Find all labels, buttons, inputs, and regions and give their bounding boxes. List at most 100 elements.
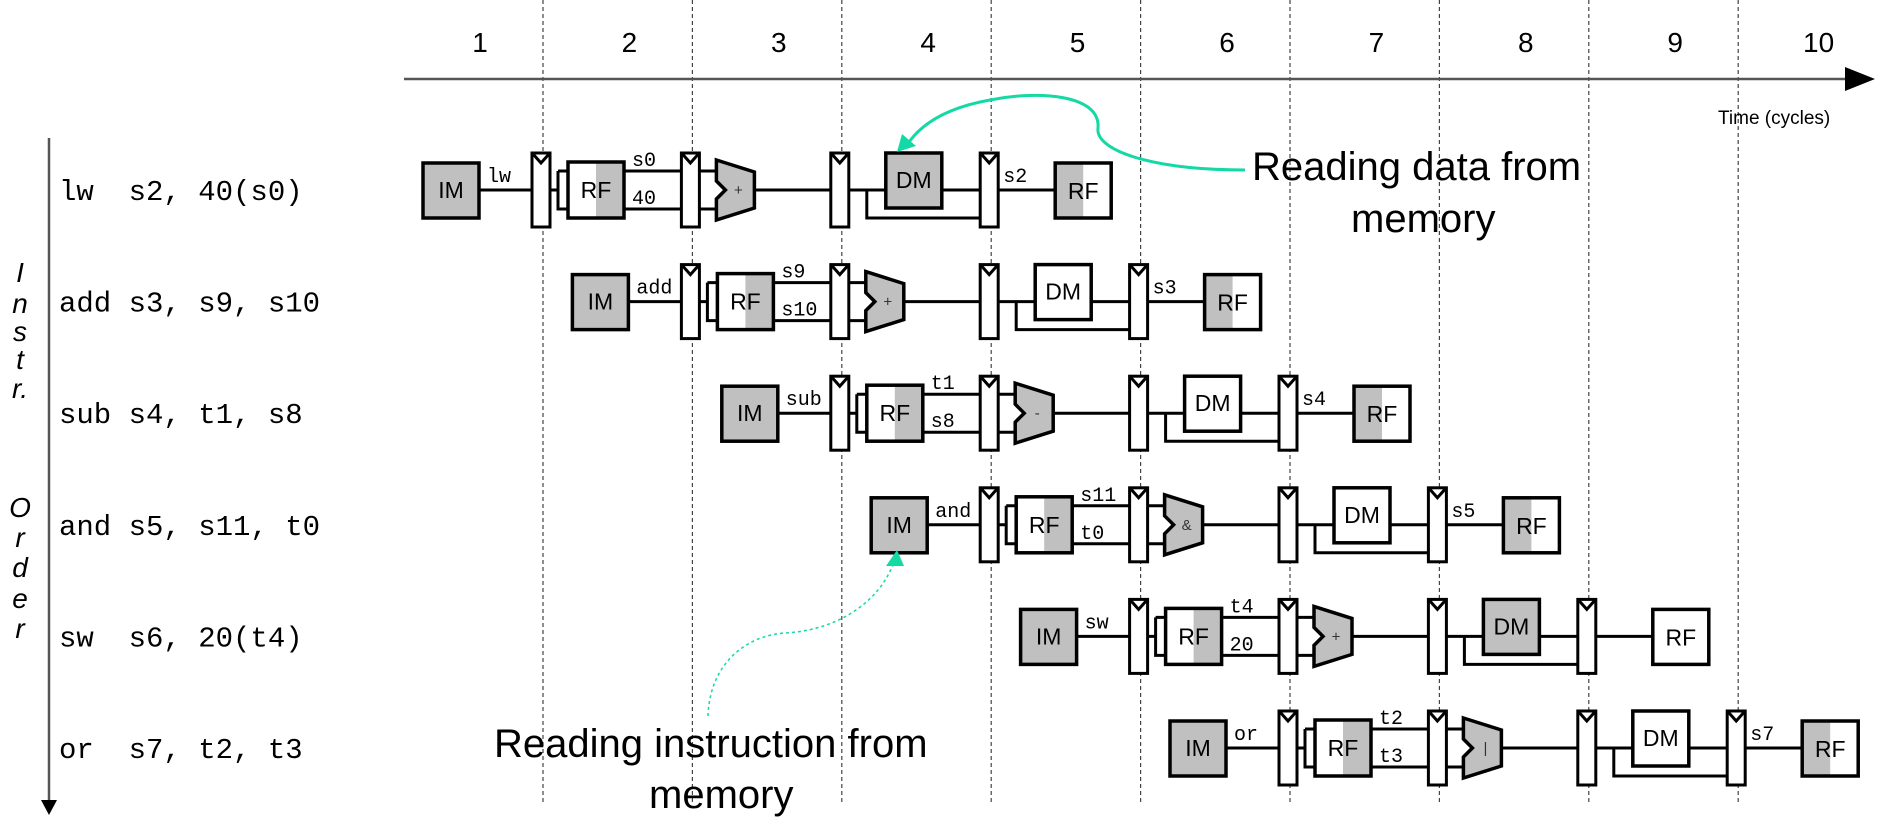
dm-bypass-wire	[1462, 636, 1578, 666]
instruction-memory-callout-arrow	[707, 563, 894, 717]
pipeline-register	[1426, 709, 1448, 787]
register-file-read-label: RF	[1029, 512, 1060, 538]
register-file-write-active-half	[1204, 274, 1233, 330]
source-operand-1-label: s9	[781, 262, 805, 285]
cycle-label: 5	[1070, 27, 1086, 58]
instruction-text: add s3, s9, s10	[59, 288, 320, 321]
register-file-read-active-half	[1343, 720, 1371, 776]
clock-triangle-icon	[1428, 599, 1447, 612]
destination-register-label: s2	[1003, 166, 1027, 189]
pipeline-register	[1277, 597, 1299, 675]
instruction-text: sw s6, 20(t4)	[59, 622, 303, 655]
pipeline-register	[1576, 597, 1598, 675]
data-memory-block	[1631, 709, 1691, 768]
data-memory-label: DM	[1494, 613, 1530, 639]
pipeline-register	[829, 263, 851, 341]
register-file-read-block	[566, 160, 626, 220]
rf-input-bracket	[1147, 615, 1166, 657]
register-file-write-bg	[1652, 609, 1709, 665]
order-axis-letter: O	[9, 492, 31, 523]
register-file-write-block	[1501, 496, 1562, 555]
register-file-write-active-half	[1055, 163, 1084, 218]
clock-triangle-icon	[681, 264, 700, 277]
register-file-read-block	[1313, 718, 1373, 778]
clock-triangle-icon	[830, 264, 849, 277]
pipeline-register	[978, 486, 1000, 564]
order-axis-letter: n	[12, 288, 28, 319]
cycle-label: 7	[1369, 27, 1385, 58]
source-operand-1-label: t4	[1230, 596, 1254, 619]
instruction-text: or s7, t2, t3	[59, 734, 303, 767]
clock-triangle-icon	[1428, 711, 1447, 724]
clock-triangle-icon	[830, 376, 849, 389]
register-file-read-label: RF	[879, 400, 910, 426]
opcode-label: sw	[1085, 612, 1109, 635]
alu-operation-label: -	[1035, 405, 1040, 422]
register-file-write-active-half	[1354, 386, 1382, 442]
instruction-memory-block	[570, 272, 631, 332]
rf-input-bracket	[848, 392, 867, 434]
clock-triangle-icon	[980, 153, 999, 166]
pipeline-register-body	[1128, 486, 1150, 564]
pipeline-register	[1576, 709, 1598, 787]
order-axis-letter: r.	[12, 373, 28, 404]
source-operand-2-label: t0	[1080, 523, 1104, 546]
rf-input-bracket	[699, 281, 718, 323]
dm-bypass-wire	[1014, 301, 1130, 332]
pipeline-register	[1128, 597, 1150, 675]
instruction-memory-callout-arrowhead	[886, 550, 904, 566]
register-file-write-label: RF	[1217, 290, 1248, 316]
clock-triangle-icon	[1577, 599, 1596, 612]
clock-triangle-icon	[1577, 711, 1596, 724]
register-file-write-label: RF	[1068, 178, 1099, 204]
data-memory-callout-arrowhead	[897, 134, 916, 152]
pipeline-register	[1128, 263, 1150, 341]
data-memory-block	[1332, 486, 1392, 545]
register-file-write-label: RF	[1516, 513, 1547, 539]
pipeline-register	[829, 374, 851, 452]
cycle-label: 8	[1518, 27, 1534, 58]
order-axis-letter: e	[12, 583, 28, 614]
register-file-read-active-half	[596, 162, 624, 218]
instruction-memory-label: IM	[588, 289, 614, 315]
order-axis-letter: r	[15, 522, 26, 553]
opcode-label: add	[636, 278, 672, 301]
opcode-label: sub	[786, 389, 822, 412]
register-file-read-label: RF	[581, 177, 612, 203]
register-file-write-label: RF	[1665, 624, 1696, 650]
cycle-label: 6	[1219, 27, 1235, 58]
dm-bypass-wire	[1164, 413, 1279, 443]
register-file-read-active-half	[894, 385, 923, 442]
opcode-label: or	[1234, 724, 1258, 747]
register-file-write-label: RF	[1367, 401, 1398, 427]
dm-bypass-wire	[1313, 524, 1429, 555]
register-file-read-label: RF	[730, 289, 761, 315]
rf-input-bracket	[998, 504, 1017, 546]
clock-triangle-icon	[1129, 599, 1148, 612]
data-memory-block	[1033, 262, 1093, 322]
order-axis-arrowhead	[41, 800, 57, 815]
time-axis-label: Time (cycles)	[1718, 108, 1830, 129]
data-memory-block	[1481, 597, 1542, 657]
source-operand-1-label: t1	[931, 373, 955, 396]
rf-input-bracket	[1297, 727, 1315, 769]
register-file-read-label: RF	[1178, 623, 1209, 649]
pipeline-register	[530, 151, 552, 229]
dm-bypass-wire	[865, 190, 981, 220]
alu-block	[864, 269, 906, 334]
register-file-read-block	[715, 271, 776, 332]
cycle-label: 10	[1803, 27, 1834, 58]
destination-register-label: s4	[1302, 389, 1326, 412]
source-operand-2-label: s10	[781, 300, 817, 323]
clock-triangle-icon	[1428, 487, 1447, 501]
instruction-memory-block	[421, 161, 481, 220]
data-memory-block	[1182, 374, 1243, 433]
